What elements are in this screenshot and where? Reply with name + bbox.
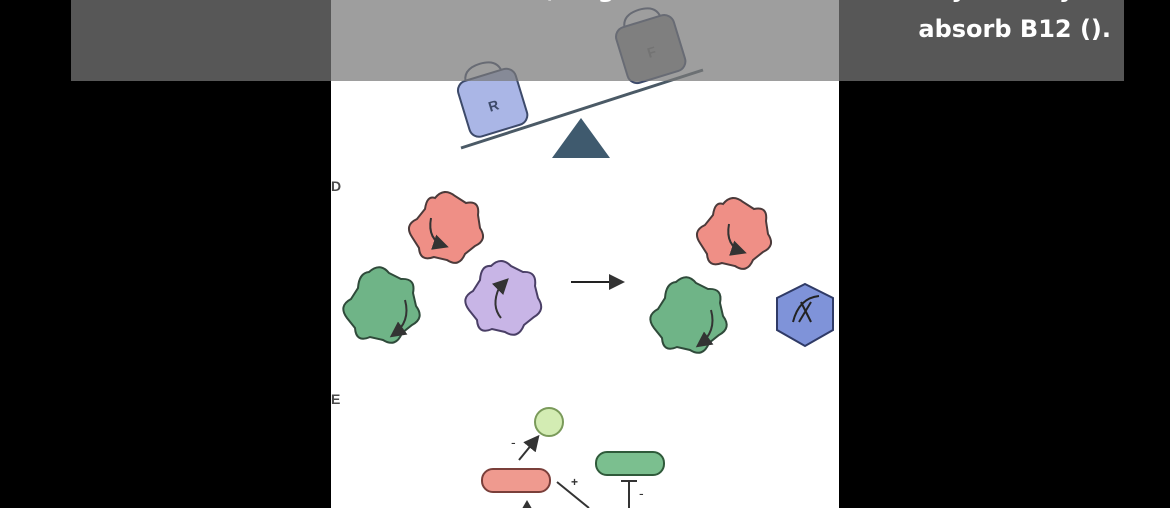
gear-icon	[649, 276, 728, 354]
caption-line-1: illness and Crohns illness, might interf…	[71, 0, 1111, 9]
gene-bar-salmon	[481, 468, 551, 493]
pathway-panel: - + -	[481, 407, 665, 508]
gear-icon	[464, 260, 543, 336]
gene-bar-green	[595, 451, 665, 476]
minus-sign-1: -	[511, 434, 516, 450]
hexagon-icon	[776, 282, 834, 348]
gear-icon	[342, 266, 421, 344]
panel-label-d: D	[331, 178, 342, 194]
seesaw-beam	[460, 68, 704, 150]
fulcrum-triangle	[552, 118, 610, 158]
gears-panel	[342, 191, 834, 354]
minus-sign-2: -	[639, 485, 644, 501]
activation-line	[556, 481, 590, 508]
activation-arrow-icon	[518, 434, 540, 461]
plus-sign: +	[571, 475, 578, 489]
subtitle-caption: illness and Crohns illness, might interf…	[71, 0, 1124, 81]
caption-line-2: absorb B12 ().	[918, 15, 1111, 43]
gear-icon	[695, 197, 773, 270]
panel-label-e: E	[331, 391, 341, 407]
metabolite-circle	[534, 407, 564, 437]
seesaw-left-label: R	[486, 96, 500, 114]
gear-icon	[407, 191, 485, 264]
